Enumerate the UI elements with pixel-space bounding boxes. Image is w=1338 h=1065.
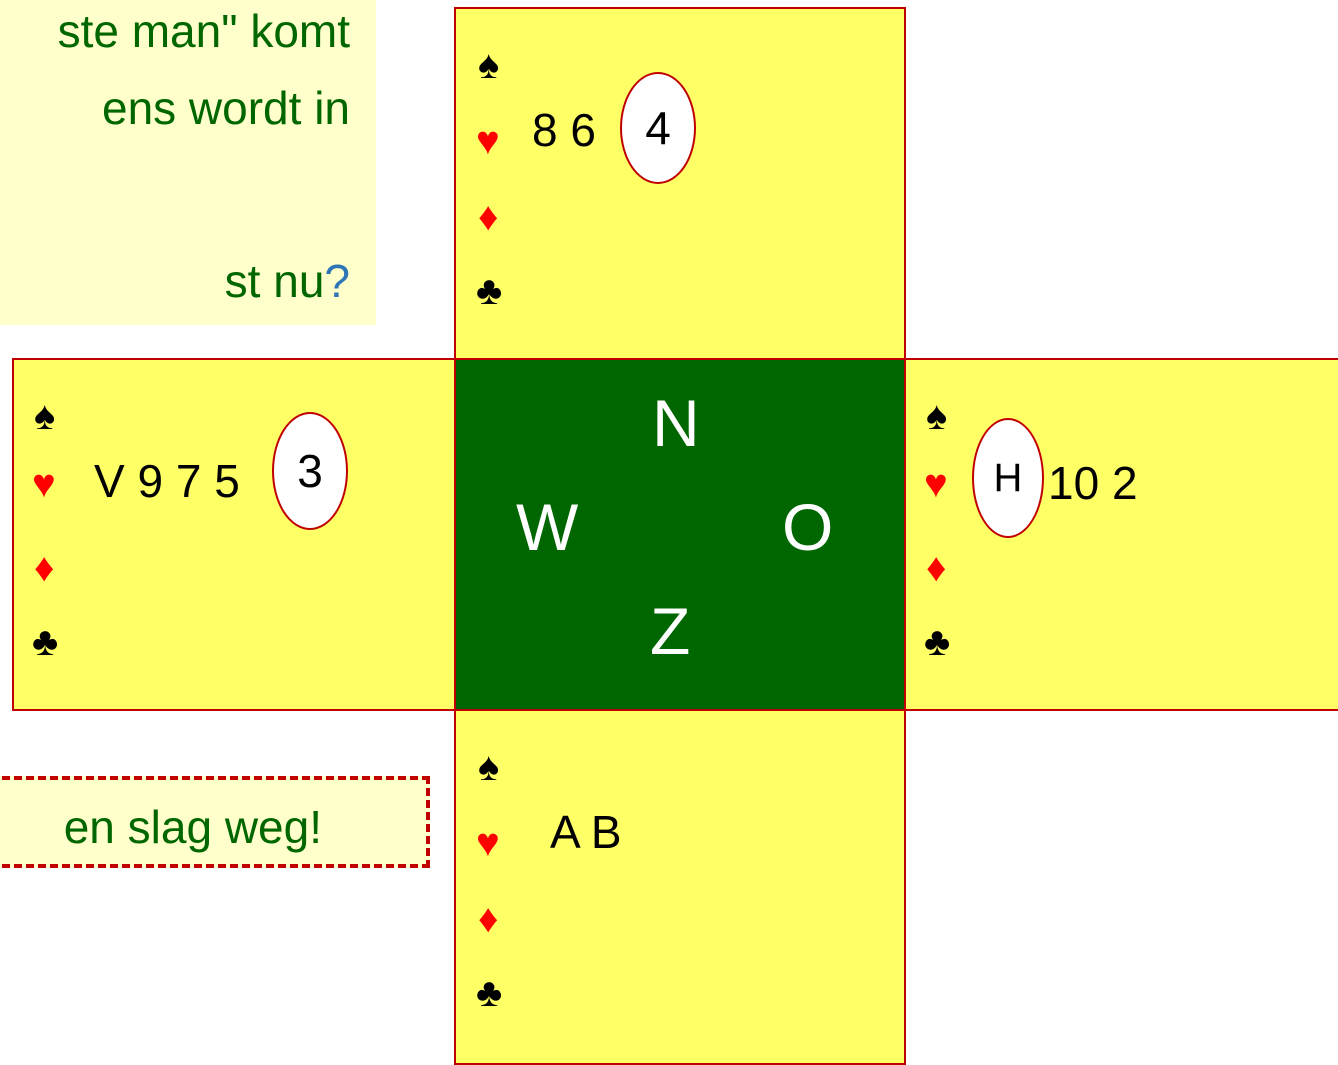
north-clubs-icon: ♣: [476, 269, 503, 313]
callout-box: en slag weg!: [0, 776, 430, 868]
east-hearts-icon: ♥: [924, 462, 948, 506]
callout-text: en slag weg!: [63, 801, 322, 853]
north-diamonds-icon: ♦: [478, 195, 499, 239]
east-spades-icon: ♠: [926, 394, 948, 438]
east-hand: ♠ ♥ H 10 2 ♦ ♣: [904, 358, 1338, 711]
east-played-card: H: [972, 418, 1044, 538]
south-spades-icon: ♠: [478, 745, 500, 789]
instruction-line-1: ste man" komt: [57, 5, 350, 57]
compass-north: N: [652, 386, 700, 460]
north-hearts-cards: 8 6: [532, 104, 596, 156]
west-played-card: 3: [272, 412, 348, 530]
east-hearts-cards: 10 2: [1048, 457, 1138, 509]
south-diamonds-icon: ♦: [478, 897, 499, 941]
instruction-textbox: ste man" komt ens wordt in st nu?: [0, 0, 376, 325]
west-hand: ♠ ♥ V 9 7 5 3 ♦ ♣: [12, 358, 456, 711]
east-diamonds-icon: ♦: [926, 546, 947, 590]
north-hearts-icon: ♥: [476, 119, 500, 163]
instruction-question: st nu?: [225, 258, 350, 304]
compass-west: W: [516, 490, 579, 564]
south-hearts-cards: A B: [550, 806, 622, 858]
south-hand: ♠ ♥ A B ♦ ♣: [454, 709, 906, 1065]
table-compass: N W O Z: [454, 358, 906, 711]
north-spades-icon: ♠: [478, 43, 500, 87]
east-clubs-icon: ♣: [924, 620, 951, 664]
west-hearts-icon: ♥: [32, 462, 56, 506]
north-hand: ♠ ♥ 8 6 4 ♦ ♣: [454, 7, 906, 360]
instruction-line-4: st nu: [224, 255, 325, 307]
south-clubs-icon: ♣: [476, 971, 503, 1015]
north-played-card: 4: [620, 72, 696, 184]
instruction-line-2: ens wordt in: [101, 82, 350, 134]
west-hearts-cards: V 9 7 5: [94, 455, 240, 507]
west-spades-icon: ♠: [34, 394, 56, 438]
west-diamonds-icon: ♦: [34, 546, 55, 590]
compass-east: O: [782, 490, 834, 564]
question-mark: ?: [324, 255, 350, 307]
west-clubs-icon: ♣: [32, 620, 59, 664]
south-hearts-icon: ♥: [476, 821, 500, 865]
compass-south: Z: [650, 594, 691, 668]
